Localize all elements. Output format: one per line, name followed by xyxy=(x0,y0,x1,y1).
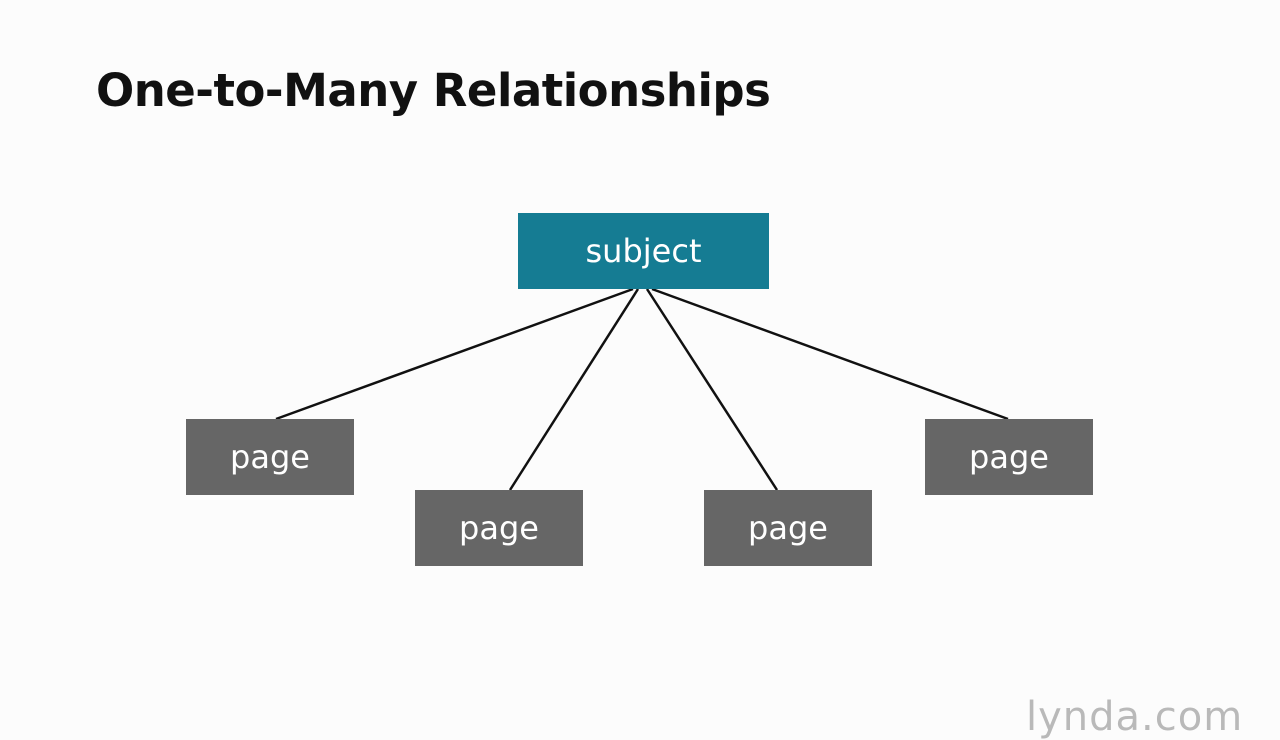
page-node-label: page xyxy=(748,509,828,547)
page-node-4: page xyxy=(925,419,1093,495)
connector-subject-page-4 xyxy=(651,287,1009,421)
lynda-watermark: lynda.com xyxy=(1026,694,1244,740)
connector-subject-page-2 xyxy=(508,288,640,491)
page-node-2: page xyxy=(415,490,583,566)
page-node-1: page xyxy=(186,419,354,495)
subject-node: subject xyxy=(518,213,769,289)
connector-lines xyxy=(275,287,1009,491)
slide-title: One-to-Many Relationships xyxy=(96,64,771,117)
page-node-label: page xyxy=(459,509,539,547)
connector-subject-page-3 xyxy=(645,288,779,491)
connector-subject-page-1 xyxy=(275,287,634,421)
subject-node-label: subject xyxy=(585,232,702,270)
page-node-label: page xyxy=(969,438,1049,476)
page-node-label: page xyxy=(230,438,310,476)
page-node-3: page xyxy=(704,490,872,566)
